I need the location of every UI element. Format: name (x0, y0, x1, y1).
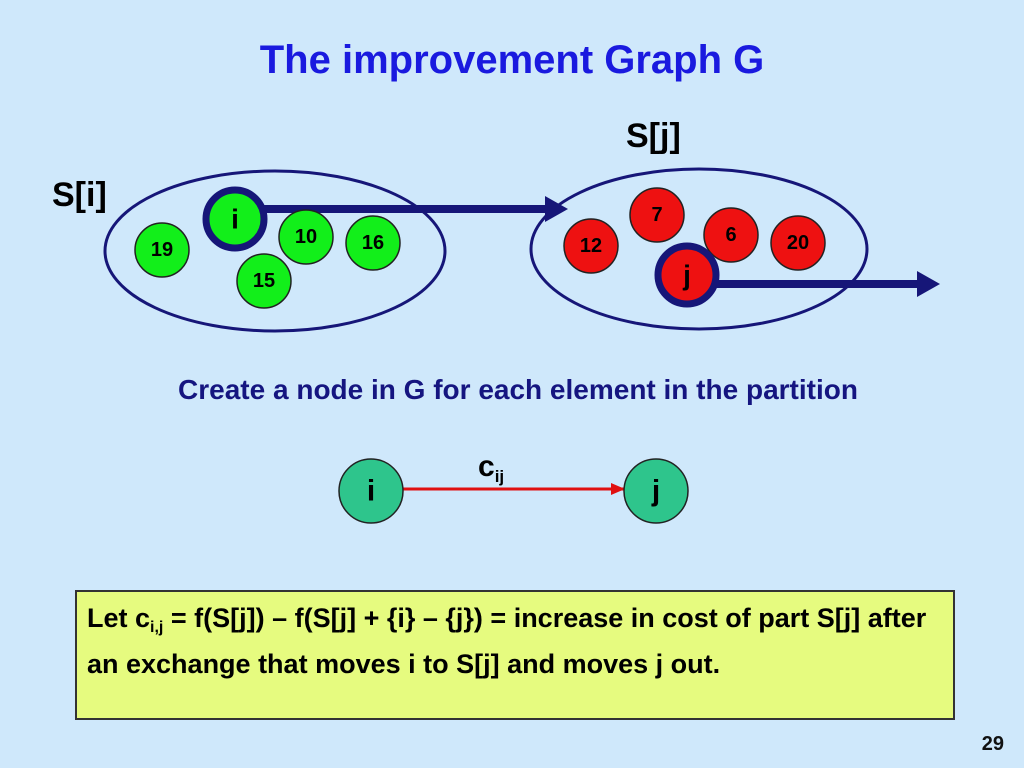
label-s-j: S[j] (626, 117, 681, 155)
node-16: 16 (345, 215, 401, 271)
svg-text:6: 6 (725, 224, 736, 246)
svg-text:i: i (367, 475, 375, 508)
node-15: 15 (236, 253, 292, 309)
partition-j-ellipse (529, 167, 869, 331)
node-10: 10 (278, 209, 334, 265)
node-7: 7 (629, 187, 685, 243)
node-i-highlighted: i (202, 186, 268, 252)
svg-text:j: j (651, 475, 660, 508)
node-19: 19 (134, 222, 190, 278)
svg-text:j: j (682, 260, 691, 291)
node-12: 12 (563, 218, 619, 274)
svg-text:7: 7 (651, 204, 662, 226)
caption: Create a node in G for each element in t… (178, 374, 858, 405)
graph-node-j: j (623, 458, 689, 524)
definition-rest: = f(S[j]) – f(S[j] + {i} – {j}) = increa… (87, 603, 927, 679)
node-20: 20 (770, 215, 826, 271)
edge-label-sub: ij (494, 467, 505, 486)
slide-title: The improvement Graph G (259, 38, 765, 82)
edge-label-main: c (478, 450, 495, 483)
node-j-highlighted: j (654, 242, 720, 308)
svg-text:15: 15 (253, 270, 275, 292)
svg-text:20: 20 (787, 232, 809, 254)
graph-node-i: i (338, 458, 404, 524)
svg-text:16: 16 (362, 232, 384, 254)
svg-text:12: 12 (580, 235, 602, 257)
edge-label-cij: cij (478, 450, 504, 487)
definition-sub: i,j (150, 619, 164, 636)
move-arrow-j-head (917, 271, 940, 297)
svg-text:i: i (231, 204, 239, 235)
label-s-i: S[i] (52, 176, 107, 214)
page-number: 29 (981, 733, 1004, 755)
partition-i-ellipse (103, 169, 447, 333)
svg-text:19: 19 (151, 239, 173, 261)
move-arrow-i-head (545, 196, 568, 222)
definition-prefix: Let c (87, 603, 151, 633)
node-6: 6 (703, 207, 759, 263)
svg-text:10: 10 (295, 226, 317, 248)
definition-box: Let ci,j = f(S[j]) – f(S[j] + {i} – {j})… (75, 590, 955, 720)
